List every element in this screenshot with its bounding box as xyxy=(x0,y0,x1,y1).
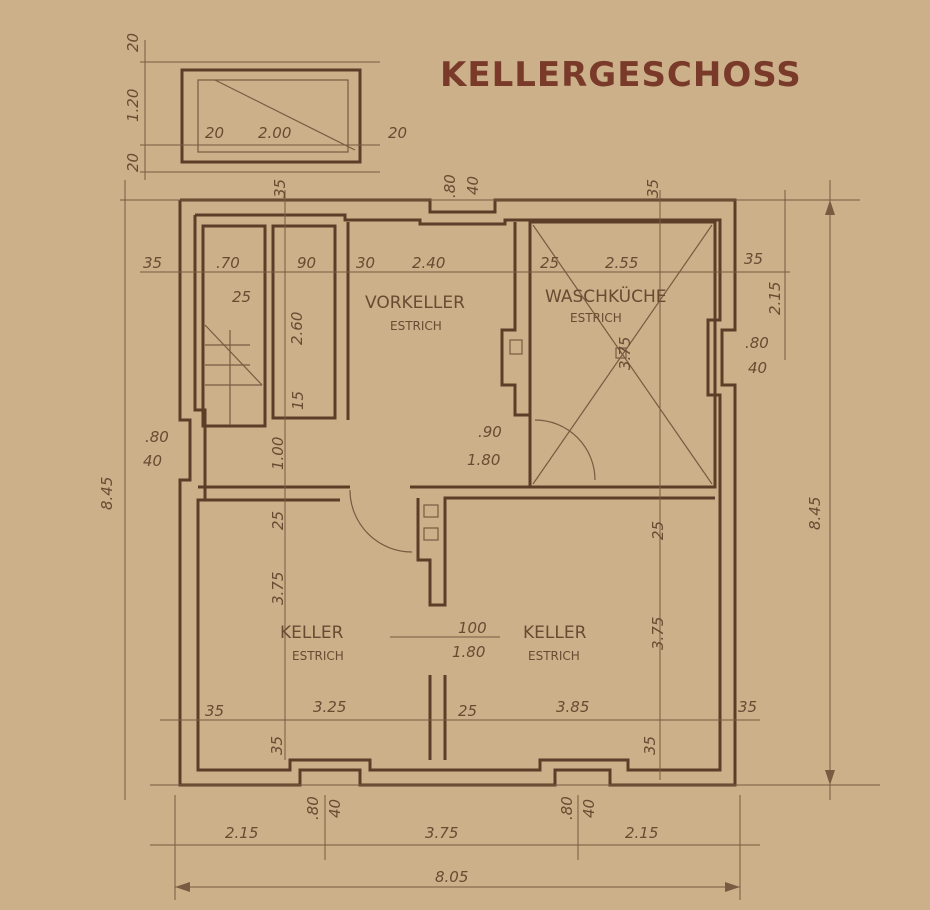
dim-35-top-left: 35 xyxy=(271,179,289,198)
dim-80-left: .80 xyxy=(145,428,169,446)
dim-25-bottom: 25 xyxy=(458,702,477,720)
dim-90: 90 xyxy=(297,254,316,272)
interior-walls xyxy=(198,220,717,760)
dim-40-right: 40 xyxy=(748,359,767,377)
dim-260: 2.60 xyxy=(288,312,306,345)
dim-80-bottom-left: .80 xyxy=(304,796,322,820)
stair-dim-20-top: 20 xyxy=(124,33,142,52)
dim-25-keller-right: 25 xyxy=(649,521,667,540)
dim-100-door: 100 xyxy=(458,619,487,637)
dim-35-bottom-wall-left: 35 xyxy=(268,736,286,755)
dim-385: 3.85 xyxy=(556,698,589,716)
stair-detail: 20 2.00 20 1.20 20 20 xyxy=(124,33,407,180)
dim-180-keller: 1.80 xyxy=(452,643,485,661)
dim-375-keller-right: 3.75 xyxy=(649,617,667,650)
dim-40-bottom-left: 40 xyxy=(326,799,344,818)
dim-35-top-right: 35 xyxy=(644,179,662,198)
dim-35-bottom-right: 35 xyxy=(738,698,757,716)
room-name-waschkueche: WASCHKÜCHE xyxy=(545,285,666,307)
dim-80-right: .80 xyxy=(745,334,769,352)
dim-215-right: 2.15 xyxy=(766,282,784,315)
dim-40-top: 40 xyxy=(464,176,482,195)
dim-375-top: 3.75 xyxy=(616,337,634,370)
dim-375-keller-left: 3.75 xyxy=(269,572,287,605)
dim-845-right: 8.45 xyxy=(806,497,824,530)
dim-35-bottom-wall-right: 35 xyxy=(641,736,659,755)
stair-dim-200: 2.00 xyxy=(258,124,291,142)
room-name-keller-right: KELLER xyxy=(523,623,587,643)
dim-25-top: 25 xyxy=(540,254,559,272)
dim-35-left: 35 xyxy=(143,254,162,272)
stair-dim-20-right: 20 xyxy=(388,124,407,142)
door-swing-keller xyxy=(349,489,413,553)
plan-title: KELLERGESCHOSS xyxy=(440,55,802,95)
dim-90-door: .90 xyxy=(478,423,502,441)
stair-dim-20-left: 20 xyxy=(205,124,224,142)
room-floor-waschkueche: ESTRICH xyxy=(570,311,622,325)
stair-dim-20-bottom: 20 xyxy=(124,153,142,172)
dim-805-total: 8.05 xyxy=(435,868,468,886)
room-name-keller-left: KELLER xyxy=(280,623,344,643)
door-swing-waschkueche xyxy=(534,419,596,481)
dim-70: .70 xyxy=(216,254,240,272)
dim-35-right: 35 xyxy=(744,250,763,268)
stair-dim-120: 1.20 xyxy=(124,89,142,122)
room-floor-keller-left: ESTRICH xyxy=(292,649,344,663)
room-name-vorkeller: VORKELLER xyxy=(365,293,465,313)
dim-100-left: 1.00 xyxy=(269,437,287,470)
dim-375-bottom: 3.75 xyxy=(425,824,458,842)
dim-240: 2.40 xyxy=(412,254,445,272)
dim-255: 2.55 xyxy=(605,254,638,272)
dimension-labels: 35 .80 40 35 35 .70 90 30 2.40 25 2.55 3… xyxy=(98,174,824,886)
dim-80-top: .80 xyxy=(441,174,459,198)
dim-25-keller-left: 25 xyxy=(269,511,287,530)
dim-215-bottom-left: 2.15 xyxy=(225,824,258,842)
dim-40-left: 40 xyxy=(143,452,162,470)
dim-215-bottom-right: 2.15 xyxy=(625,824,658,842)
dim-25-stair: 25 xyxy=(232,288,251,306)
dim-15: 15 xyxy=(289,391,307,410)
dim-325: 3.25 xyxy=(313,698,346,716)
dim-40-bottom-right: 40 xyxy=(580,799,598,818)
dim-80-bottom-right: .80 xyxy=(558,796,576,820)
stairs xyxy=(204,324,263,425)
waschkueche-drain xyxy=(532,224,713,485)
dim-30: 30 xyxy=(356,254,375,272)
dim-35-bottom-left: 35 xyxy=(205,702,224,720)
room-floor-vorkeller: ESTRICH xyxy=(390,319,442,333)
dim-180-door: 1.80 xyxy=(467,451,500,469)
dimension-lines xyxy=(120,180,880,900)
dim-845-left: 8.45 xyxy=(98,477,116,510)
room-floor-keller-right: ESTRICH xyxy=(528,649,580,663)
